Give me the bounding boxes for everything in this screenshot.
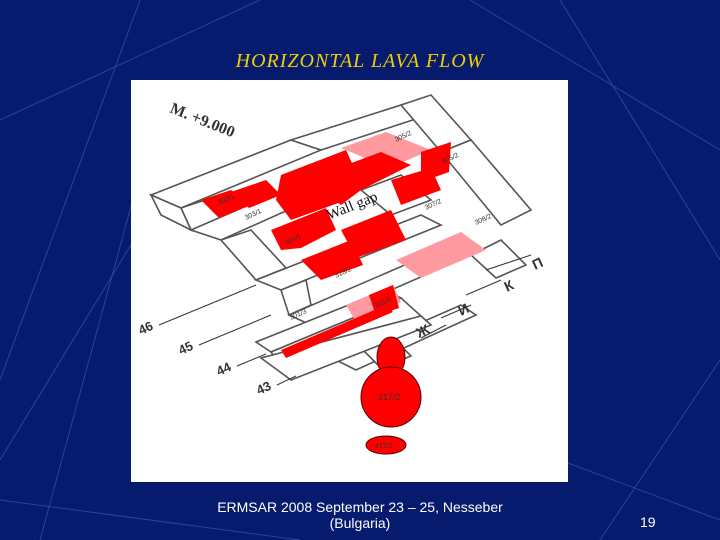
footer-line-1: ERMSAR 2008 September 23 – 25, Nesseber [217, 499, 503, 515]
page-number: 19 [640, 514, 656, 530]
lava-flow-diagram: M. +9.000 Wall gap 305/2 305/2 307/2 308… [131, 80, 568, 482]
slide-title: HORIZONTAL LAVA FLOW [235, 50, 485, 72]
room-label-417-2: 417/2 [375, 443, 393, 450]
lava-pool-417-2 [365, 435, 407, 455]
slide-footer: ERMSAR 2008 September 23 – 25, Nesseber … [210, 499, 510, 531]
building-walls [148, 94, 533, 381]
axis-label-43: 43 [254, 378, 273, 398]
axis-labels-left: 46 45 44 43 [136, 318, 273, 398]
lava-red-regions [201, 142, 451, 358]
room-label-217-2: 217/2 [378, 392, 401, 402]
footer-line-2: (Bulgaria) [329, 515, 391, 531]
level-label: M. +9.000 [168, 100, 238, 141]
axis-label-44: 44 [214, 359, 234, 379]
grid-leader-lines [158, 254, 532, 386]
axis-label-ka: К [502, 276, 517, 294]
axis-label-46: 46 [136, 318, 155, 338]
axis-label-zhe: Ж [413, 321, 432, 341]
lava-pool-217-2 [360, 336, 422, 428]
room-label-308-2: 308/2 [474, 213, 493, 227]
axis-label-45: 45 [176, 338, 195, 358]
axis-label-pe: П [530, 254, 546, 273]
